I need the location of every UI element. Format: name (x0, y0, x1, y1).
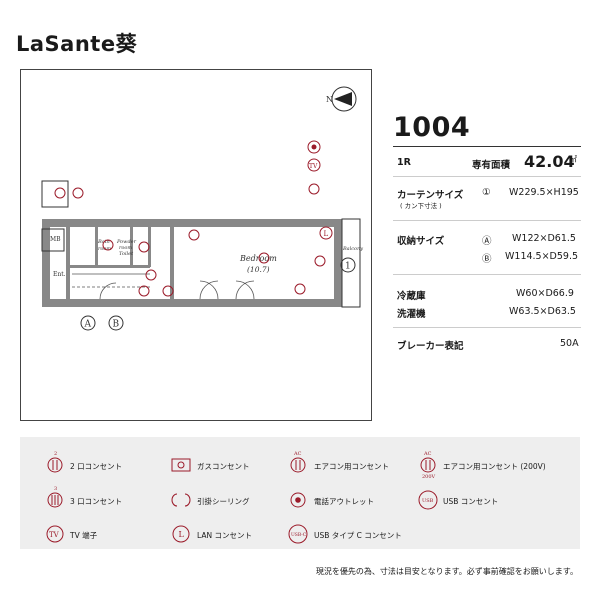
storage-label: 収納サイズ (397, 236, 445, 247)
bedroom-label: Bedroom (239, 254, 277, 263)
curtain-1-marker: 1 (340, 257, 356, 273)
disclaimer-note: 現況を優先の為、寸法は目安となります。必ず事前確認をお願いします。 (315, 567, 578, 576)
svg-text:B: B (113, 320, 120, 330)
phone-outlet-icon (290, 492, 306, 508)
toilet-label: Toilet (119, 251, 134, 257)
wall-left (42, 219, 50, 307)
area-label: 専有面積 (472, 160, 511, 171)
ceiling-hook-icon (171, 493, 191, 507)
wall-right (334, 219, 342, 307)
curtain-size: W229.5×H195 (509, 187, 579, 198)
wall-jacks: TV L (307, 140, 333, 240)
north-label: N (326, 95, 333, 104)
legend-tv: TV 端子 (70, 531, 98, 540)
legend-ceiling: 引掛シーリング (197, 497, 250, 506)
property-title: LaSante葵 (16, 32, 138, 56)
balcony-area (341, 218, 361, 308)
storage-b-size: W114.5×D59.5 (505, 251, 579, 262)
north-arrow-icon: N (326, 86, 357, 112)
area-value: 42.04 (524, 152, 575, 171)
storage-a-marker: A (80, 315, 96, 331)
washer-label: 洗濯機 (397, 309, 426, 320)
svg-text:USB: USB (422, 498, 434, 504)
usb-c-outlet-icon (288, 524, 308, 544)
legend-phone: 電話アウトレット (314, 497, 374, 506)
floor-plan: N MB Ent. Bath room Powder room Toilet B… (41, 86, 363, 331)
balcony-label: Balcony (342, 246, 363, 252)
gas-outlet-icon (171, 458, 191, 472)
layout-type: 1R (397, 157, 411, 168)
unit-number: 1004 (393, 112, 471, 143)
outlet-2-icon (47, 457, 63, 473)
tv-terminal-icon (46, 525, 64, 543)
legend-usb: USB コンセント (443, 497, 499, 506)
svg-text:TV: TV (309, 163, 318, 170)
curtain-mark: ① (482, 187, 491, 198)
svg-text:A: A (84, 320, 92, 330)
svg-text:USB-C: USB-C (291, 532, 307, 538)
ac-outlet-icon (290, 457, 306, 473)
svg-text:2: 2 (54, 451, 57, 457)
outlet-3-icon (47, 492, 63, 508)
breaker-value: 50A (560, 338, 579, 349)
ac-200v-outlet-icon (420, 457, 436, 473)
outlet-symbols (54, 183, 326, 297)
spec-divider (393, 146, 581, 147)
washer-size: W63.5×D63.5 (509, 306, 576, 317)
storage-a-mark: Ⓐ (482, 236, 492, 247)
mb-box (41, 180, 69, 208)
svg-text:TV: TV (49, 531, 60, 539)
mb-label: MB (50, 236, 61, 243)
usb-outlet-icon (418, 490, 438, 510)
lan-outlet-icon (172, 525, 190, 543)
wall-bottom (42, 299, 342, 307)
wall-top (42, 219, 342, 227)
legend-ac-200v: エアコン用コンセント (200V) (443, 462, 546, 471)
legend-ac: エアコン用コンセント (314, 462, 389, 471)
area-unit: ㎡ (569, 155, 577, 164)
breaker-label: ブレーカー表記 (397, 341, 464, 352)
svg-text:AC: AC (293, 451, 302, 457)
curtain-label: カーテンサイズ (397, 190, 464, 201)
svg-text:AC: AC (423, 451, 432, 457)
floor-plan-frame (20, 69, 372, 421)
svg-text:L: L (324, 230, 329, 238)
legend-outlet-2: 2 口コンセント (70, 462, 123, 471)
storage-b-mark: Ⓑ (482, 254, 492, 265)
storage-a-size: W122×D61.5 (512, 233, 576, 244)
bedroom-size-label: (10.7) (247, 265, 270, 274)
legend-lan: LAN コンセント (197, 531, 252, 540)
powder-label: Powder (116, 239, 137, 245)
fridge-size: W60×D66.9 (516, 288, 574, 299)
svg-text:1: 1 (345, 262, 351, 272)
legend-gas: ガスコンセント (197, 462, 250, 471)
fridge-label: 冷蔵庫 (397, 291, 426, 302)
svg-text:200V: 200V (422, 474, 436, 480)
storage-b-marker: B (108, 315, 124, 331)
curtain-sub-label: ( カン下寸法 ) (400, 202, 442, 210)
svg-text:L: L (179, 530, 185, 539)
legend-usb-c: USB タイプ C コンセント (314, 531, 402, 540)
legend-outlet-3: 3 口コンセント (70, 497, 123, 506)
svg-text:3: 3 (54, 486, 57, 492)
powder-label-2: room (119, 245, 132, 251)
entrance-label: Ent. (53, 271, 66, 278)
